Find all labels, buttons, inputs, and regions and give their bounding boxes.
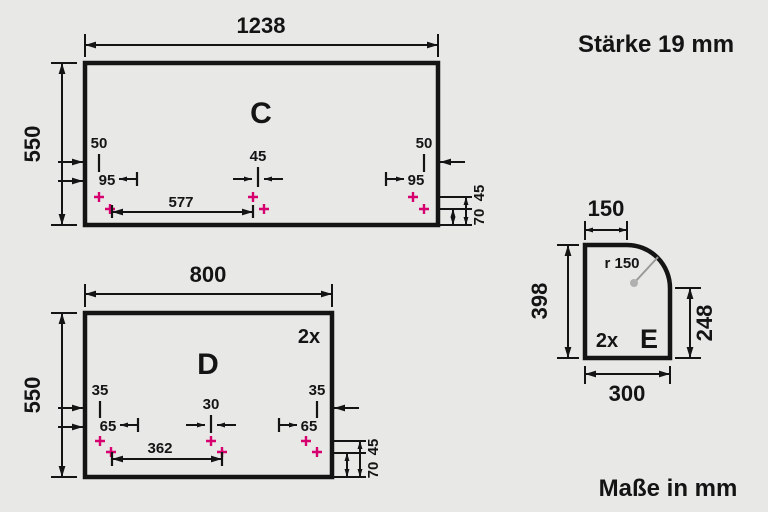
panel-c-center-hole-value: 45	[250, 148, 267, 165]
panel-e-right-height-value: 248	[692, 305, 717, 342]
thickness-note: Stärke 19 mm	[578, 31, 734, 58]
panel-c-right-hole-top-value: 50	[416, 135, 433, 152]
panel-d-left-hole-top-value: 35	[92, 382, 109, 399]
panel-d-width-value: 800	[190, 262, 227, 287]
panel-e-left-height-value: 398	[527, 283, 552, 320]
panel-c-outline	[82, 60, 441, 228]
panel-c-right-hole-side-value: 95	[408, 172, 425, 189]
panel-c-left-hole-top-value: 50	[91, 135, 108, 152]
panel-e-bottom-width-value: 300	[609, 381, 646, 406]
panel-c-edge-upper-value: 45	[471, 185, 488, 202]
radius-leader-line	[633, 256, 659, 284]
panel-d-left-hole-side-value: 65	[100, 418, 117, 435]
radius-center-dot	[630, 279, 638, 287]
panel-d-right-hole-top-value: 35	[309, 382, 326, 399]
panel-e-outline	[582, 242, 673, 361]
panel-c: C 1238 550 50 95 45 577 50	[20, 13, 488, 228]
panel-e-top-width-value: 150	[588, 196, 625, 221]
panel-d-height-value: 550	[20, 377, 45, 414]
panel-c-width-value: 1238	[237, 13, 286, 38]
panel-c-hole-span-value: 577	[168, 194, 193, 211]
panel-c-edge-lower-value: 70	[471, 209, 488, 226]
panel-d-outline	[82, 310, 335, 480]
panel-d-quantity: 2x	[298, 326, 320, 348]
panel-d-edge-upper-value: 45	[365, 439, 382, 456]
panel-e-quantity: 2x	[596, 330, 618, 352]
panel-e-label: E	[640, 324, 658, 354]
panel-e: 2x E 150 398 248 300 r 150	[527, 196, 717, 406]
panel-d-hole-span-value: 362	[147, 440, 172, 457]
panel-c-height-value: 550	[20, 126, 45, 163]
panel-d-right-hole-side-value: 65	[301, 418, 318, 435]
panel-c-left-hole-side-value: 95	[99, 172, 116, 189]
units-note: Maße in mm	[599, 475, 738, 502]
panel-c-label: C	[250, 97, 272, 130]
panel-d-edge-lower-value: 70	[365, 462, 382, 479]
panel-d-label: D	[197, 348, 219, 381]
panel-d: D 2x 800 550 35 65 30 362 3	[20, 262, 382, 480]
panel-d-center-hole-value: 30	[203, 396, 220, 413]
panel-e-corner-radius-value: r 150	[604, 255, 639, 272]
